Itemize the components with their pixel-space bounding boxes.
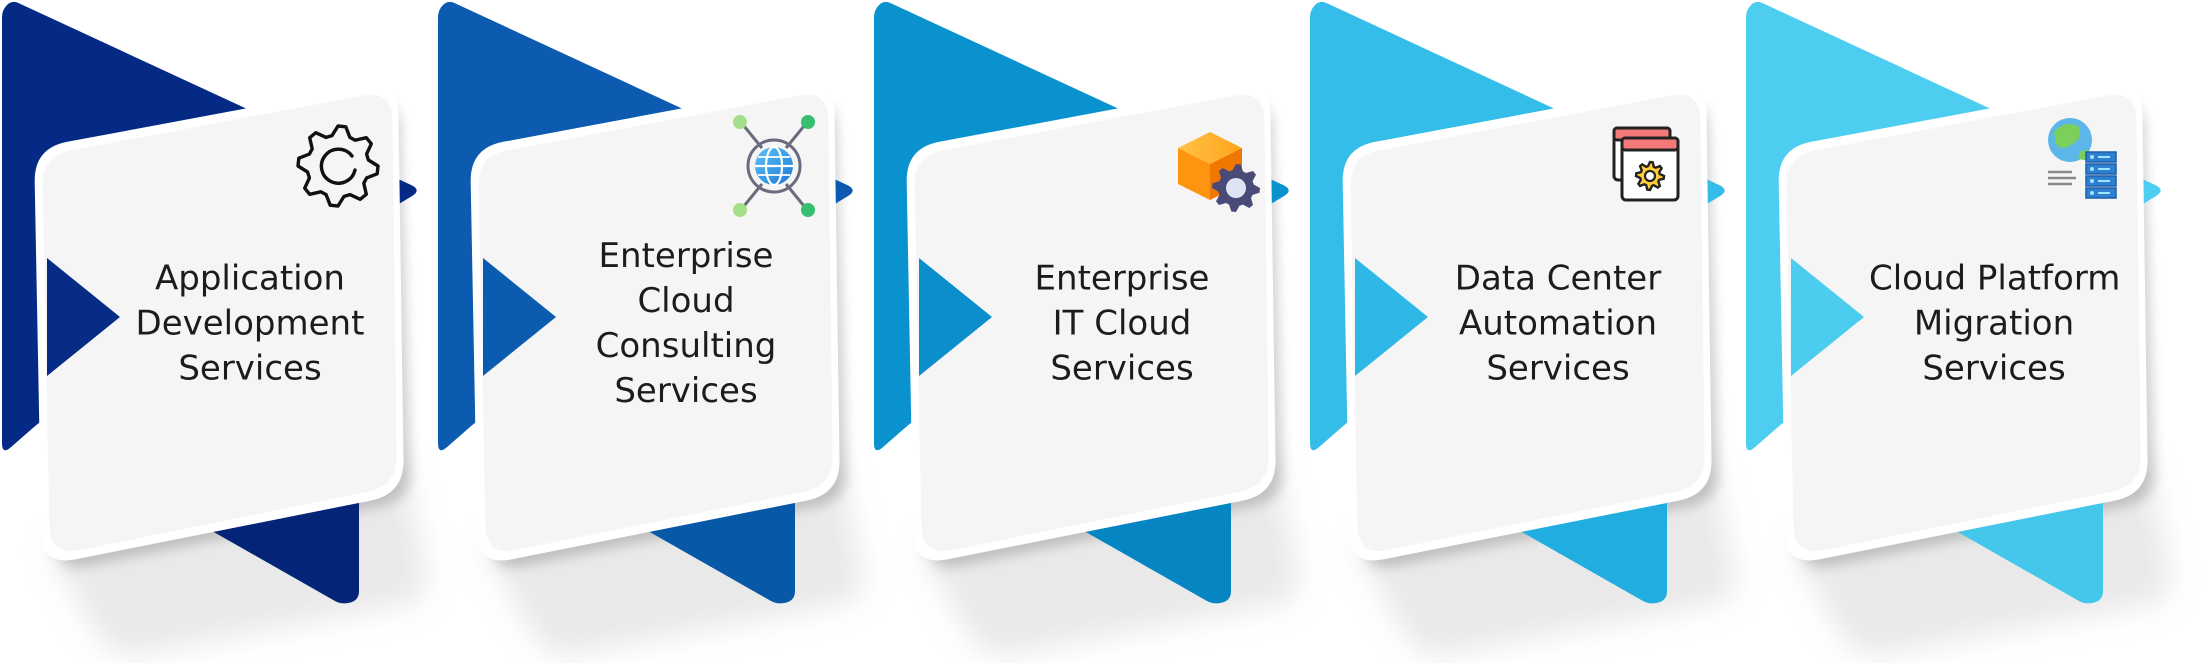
- card-1-line-2: Development: [135, 303, 365, 344]
- card-1-label: Application Development Services: [125, 257, 375, 392]
- globe-server-icon: [2048, 118, 2117, 199]
- card-5-face: [1786, 94, 2141, 552]
- card-4-pointer-triangle: [1355, 258, 1428, 376]
- card-1-line-1: Application: [155, 258, 345, 299]
- card-3-face: [914, 94, 1269, 552]
- card-4-face: [1350, 94, 1705, 552]
- card-4-line-1: Data Center: [1454, 258, 1662, 299]
- card-2-label: Enterprise Cloud Consulting Services: [561, 234, 811, 414]
- card-5-line-1: Cloud Platform: [1869, 258, 2121, 299]
- card-4-line-3: Services: [1486, 348, 1630, 389]
- card-2-line-2: Cloud: [637, 281, 735, 321]
- card-5-line-2: Migration: [1913, 303, 2075, 344]
- card-4-label: Data Center Automation Services: [1433, 257, 1683, 392]
- card-4-line-2: Automation: [1458, 303, 1658, 344]
- card-1-face: [42, 94, 397, 552]
- card-2-line-4: Services: [614, 371, 758, 411]
- globe-network-icon: [733, 115, 815, 217]
- card-1-pointer-triangle: [47, 258, 120, 376]
- card-3-pointer-triangle: [919, 258, 992, 376]
- card-5-label: Cloud Platform Migration Services: [1869, 257, 2121, 392]
- card-5-pointer-triangle: [1791, 258, 1864, 376]
- card-3-line-1: Enterprise: [1034, 258, 1210, 299]
- card-layer: [34, 85, 2148, 561]
- gear-icon: [296, 124, 380, 208]
- card-3-label: Enterprise IT Cloud Services: [997, 257, 1247, 392]
- card-3-line-2: IT Cloud: [1052, 303, 1192, 344]
- cube-gear-icon: [1178, 132, 1260, 212]
- browser-gear-icon: [1612, 126, 1680, 202]
- card-1-line-3: Services: [178, 348, 322, 389]
- card-2-line-3: Consulting: [595, 326, 777, 366]
- card-2-line-1: Enterprise: [598, 236, 774, 276]
- card-2-pointer-triangle: [483, 258, 556, 376]
- card-5-line-3: Services: [1922, 348, 2066, 389]
- card-3-line-3: Services: [1050, 348, 1194, 389]
